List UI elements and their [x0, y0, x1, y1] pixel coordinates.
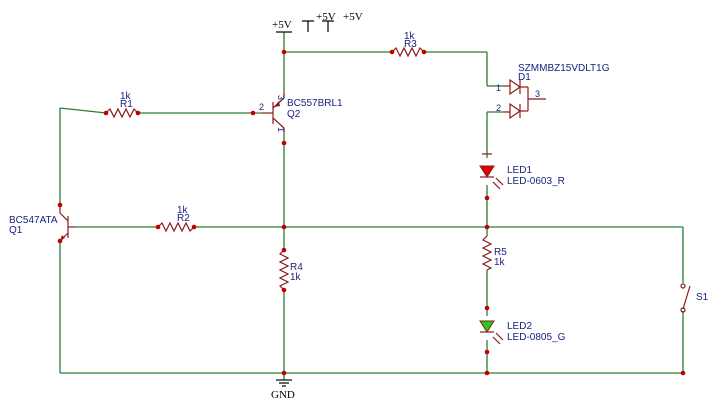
junction-node [484, 349, 490, 355]
led1-part: LED-0603_R [507, 176, 565, 187]
gnd-label: GND [271, 389, 295, 401]
junction-node [281, 287, 287, 293]
r4-value: 1k [290, 272, 302, 283]
led2: LED2 LED-0805_G [479, 320, 566, 345]
r1-ref: R1 [120, 99, 133, 110]
junction-node [103, 110, 109, 116]
resistor-r1: 1k R1 [105, 91, 139, 119]
junction-node [57, 238, 63, 244]
junction-nodes [57, 49, 686, 376]
junction-node [135, 110, 141, 116]
junction-node [281, 224, 287, 230]
q2-part: BC557BRL1 [287, 98, 343, 109]
transistor-q1: BC547ATA Q1 [9, 205, 76, 242]
q1-part: BC547ATA [9, 215, 58, 226]
zener-diode-d1: 1 2 3 SZMMBZ15VDLT1G D1 [496, 63, 610, 120]
q2-pin-collector: 1 [276, 127, 286, 132]
junction-node [57, 202, 63, 208]
vcc-symbol-main: +5V [272, 19, 292, 33]
vcc-label-extra-1: +5V [316, 11, 336, 23]
r4-ref: R4 [290, 262, 303, 273]
switch-s1: S1 [680, 283, 709, 313]
r5-value: 1k [494, 257, 506, 268]
wires [59, 32, 684, 380]
transistor-q2: 2 3 1 BC557BRL1 Q2 [259, 92, 343, 132]
gnd-symbol: GND [271, 379, 295, 401]
q1-ref: Q1 [9, 225, 23, 236]
r3-ref: R3 [404, 39, 417, 50]
wire-q1-to-r1 [59, 107, 107, 114]
q2-pin-emitter: 3 [276, 95, 286, 100]
q2-ref: Q2 [287, 109, 301, 120]
s1-ref: S1 [696, 292, 709, 303]
junction-node [389, 49, 395, 55]
d1-pin-3: 3 [535, 89, 540, 99]
resistor-r3: 1k R3 [391, 31, 425, 58]
r5-ref: R5 [494, 247, 507, 258]
d1-ref: D1 [518, 72, 531, 83]
led1: LED1 LED-0603_R [479, 153, 565, 190]
resistor-r5: R5 1k [481, 235, 507, 271]
vcc-label-main: +5V [272, 19, 292, 31]
junction-node [281, 247, 287, 253]
junction-node [484, 224, 490, 230]
resistor-r4: R4 1k [278, 249, 303, 291]
r1-value: 1k [120, 91, 132, 102]
q2-pin-base: 2 [259, 102, 264, 112]
vcc-label-extra-2: +5V [343, 11, 363, 23]
vcc-symbol-extra-2: +5V [322, 11, 363, 32]
r2-value: 1k [177, 205, 189, 216]
led1-ref: LED1 [507, 165, 532, 176]
junction-node [281, 49, 287, 55]
junction-node [191, 224, 197, 230]
d1-pin-1: 1 [496, 83, 501, 93]
junction-node [155, 224, 161, 230]
junction-node [484, 195, 490, 201]
led2-ref: LED2 [507, 321, 532, 332]
junction-node [281, 140, 287, 146]
led2-part: LED-0805_G [507, 332, 566, 343]
vcc-symbol-extra-1: +5V [302, 11, 336, 32]
r2-ref: R2 [177, 213, 190, 224]
r3-value: 1k [404, 31, 416, 42]
d1-pin-2: 2 [496, 103, 501, 113]
junction-node [680, 370, 686, 376]
junction-node [281, 370, 287, 376]
junction-node [484, 305, 490, 311]
junction-node [250, 110, 256, 116]
junction-node [421, 49, 427, 55]
resistor-r2: 1k R2 [157, 205, 195, 233]
d1-part: SZMMBZ15VDLT1G [518, 63, 610, 74]
junction-node [484, 370, 490, 376]
